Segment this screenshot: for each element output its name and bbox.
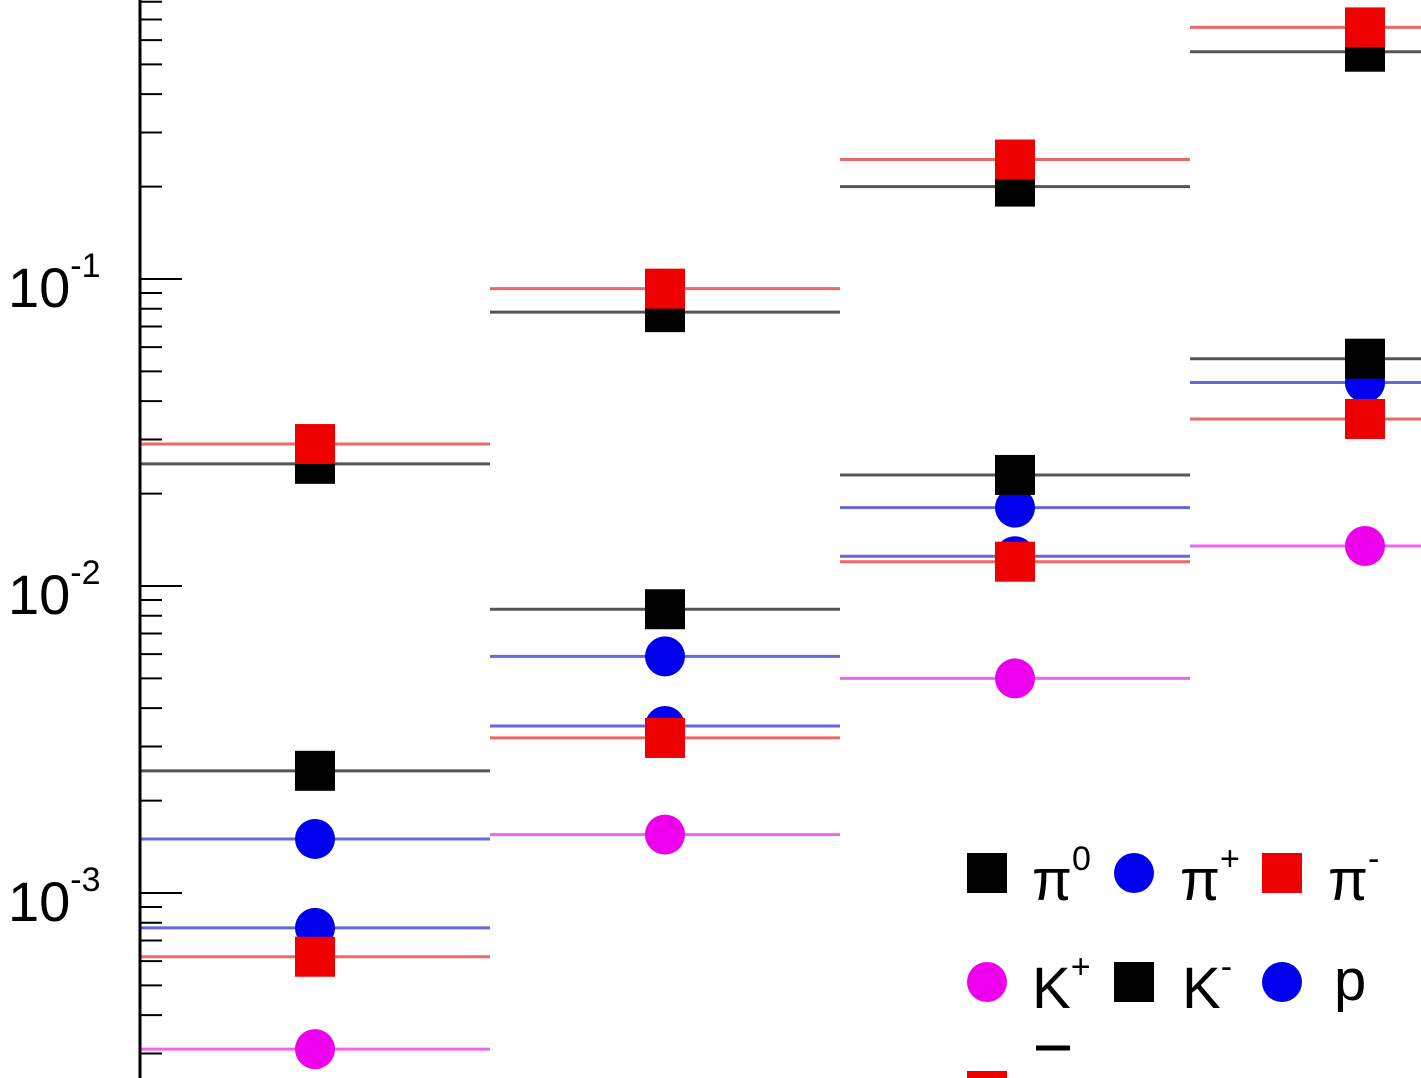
legend-entry-p: p [1262,948,1366,1013]
y-axis: 10-1 10-2 10-3 [8,0,182,1078]
data-point-pi+ [995,487,1035,528]
y-tick-label: 10-2 [8,554,101,626]
legend-entry-pi0: π0 [967,840,1091,913]
legend-entry-pi+: π+ [1114,840,1240,913]
data-group-4 [1190,7,1421,566]
legend-label: π0 [1032,840,1091,913]
data-point-pbar [645,268,685,309]
legend-label: π+ [1180,840,1240,913]
legend-marker [1262,853,1302,893]
data-point-K- [295,750,335,791]
legend-label: K- [1182,948,1232,1021]
legend-entry-K+: K+ [967,948,1091,1021]
legend-entry-K-: K- [1114,948,1232,1021]
legend-marker [967,853,1007,893]
data-point-pi- [645,717,685,758]
legend-marker [1262,962,1302,1002]
plot-area [140,7,1421,1070]
data-group-3 [840,139,1190,699]
legend-marker [967,962,1007,1002]
data-point-K- [645,589,685,630]
legend: π0 π+ π- K+ K-p p [967,840,1379,1078]
legend-entry-pi-: π- [1262,840,1379,913]
data-point-pi- [1345,398,1385,439]
data-point-pi- [295,936,335,977]
data-point-K+ [295,1029,335,1070]
legend-label: K+ [1032,948,1091,1021]
data-point-pbar [995,139,1035,180]
data-point-pi+ [645,636,685,677]
data-point-K- [995,454,1035,495]
legend-marker [1114,962,1154,1002]
legend-label: π- [1328,840,1379,913]
data-point-K+ [645,814,685,855]
y-tick-label: 10-1 [8,247,101,319]
data-point-pbar [295,424,335,465]
y-tick-label: 10-3 [8,861,101,933]
legend-marker [967,1071,1007,1078]
data-point-pi- [995,541,1035,582]
data-group-1 [140,424,490,1070]
data-point-pi+ [295,818,335,859]
data-point-pbar [1345,7,1385,48]
legend-entry-pbar: p [967,1045,1070,1078]
legend-label: p [1334,948,1366,1013]
data-point-K+ [995,658,1035,699]
legend-marker [1114,853,1154,893]
data-group-2 [490,268,840,855]
data-point-K- [1345,338,1385,379]
data-point-K+ [1345,525,1385,566]
legend-label: p [1034,1064,1066,1078]
